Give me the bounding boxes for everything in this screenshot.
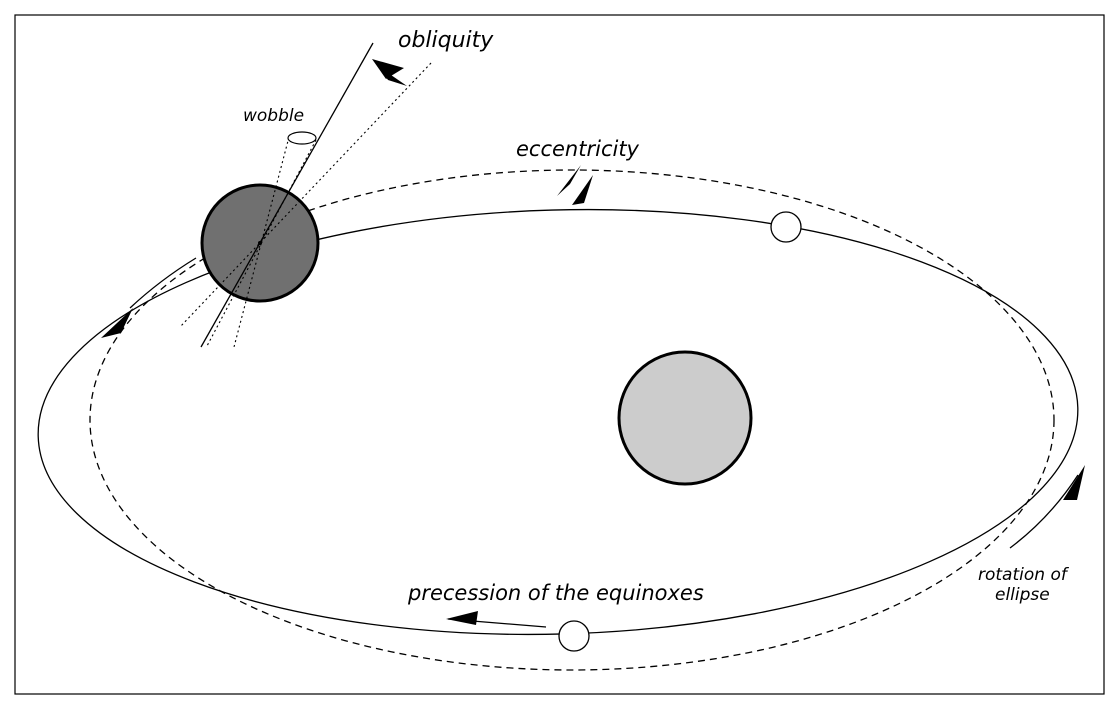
sun-circle	[617, 350, 753, 486]
label-obliquity: obliquity	[398, 28, 494, 53]
wobble-cone-ellipse	[287, 131, 317, 145]
label-rotation-line1: rotation of	[978, 565, 1070, 585]
eccentricity-arrow-down-icon	[557, 165, 581, 196]
eccentricity-arrow-up-icon	[572, 175, 593, 205]
earth-center-dot	[258, 241, 262, 245]
orbit-arrow-left-icon	[101, 308, 133, 338]
obliquity-arrow-icon	[372, 59, 404, 79]
diagram-border	[14, 14, 1105, 695]
label-eccentricity: eccentricity	[516, 137, 640, 161]
obliquity-axis-dotted	[179, 62, 432, 328]
obliquity-arrow-icon-2	[378, 66, 407, 86]
orbit-position-marker-bottom	[558, 620, 590, 652]
label-precession: precession of the equinoxes	[407, 581, 704, 605]
rotation-arrow-line	[1009, 474, 1079, 549]
label-wobble: wobble	[243, 106, 304, 126]
wobble-axis-dotted-left	[233, 136, 290, 348]
label-rotation-line2: ellipse	[995, 585, 1050, 605]
orbit-dashed-ellipse	[89, 169, 1055, 671]
orbit-position-marker-top	[770, 211, 802, 243]
rotation-axis-line	[200, 42, 374, 348]
precession-arrow-icon	[446, 611, 478, 625]
orbit-arrow-left-curve	[129, 257, 197, 309]
rotation-arrow-icon	[1063, 465, 1085, 500]
